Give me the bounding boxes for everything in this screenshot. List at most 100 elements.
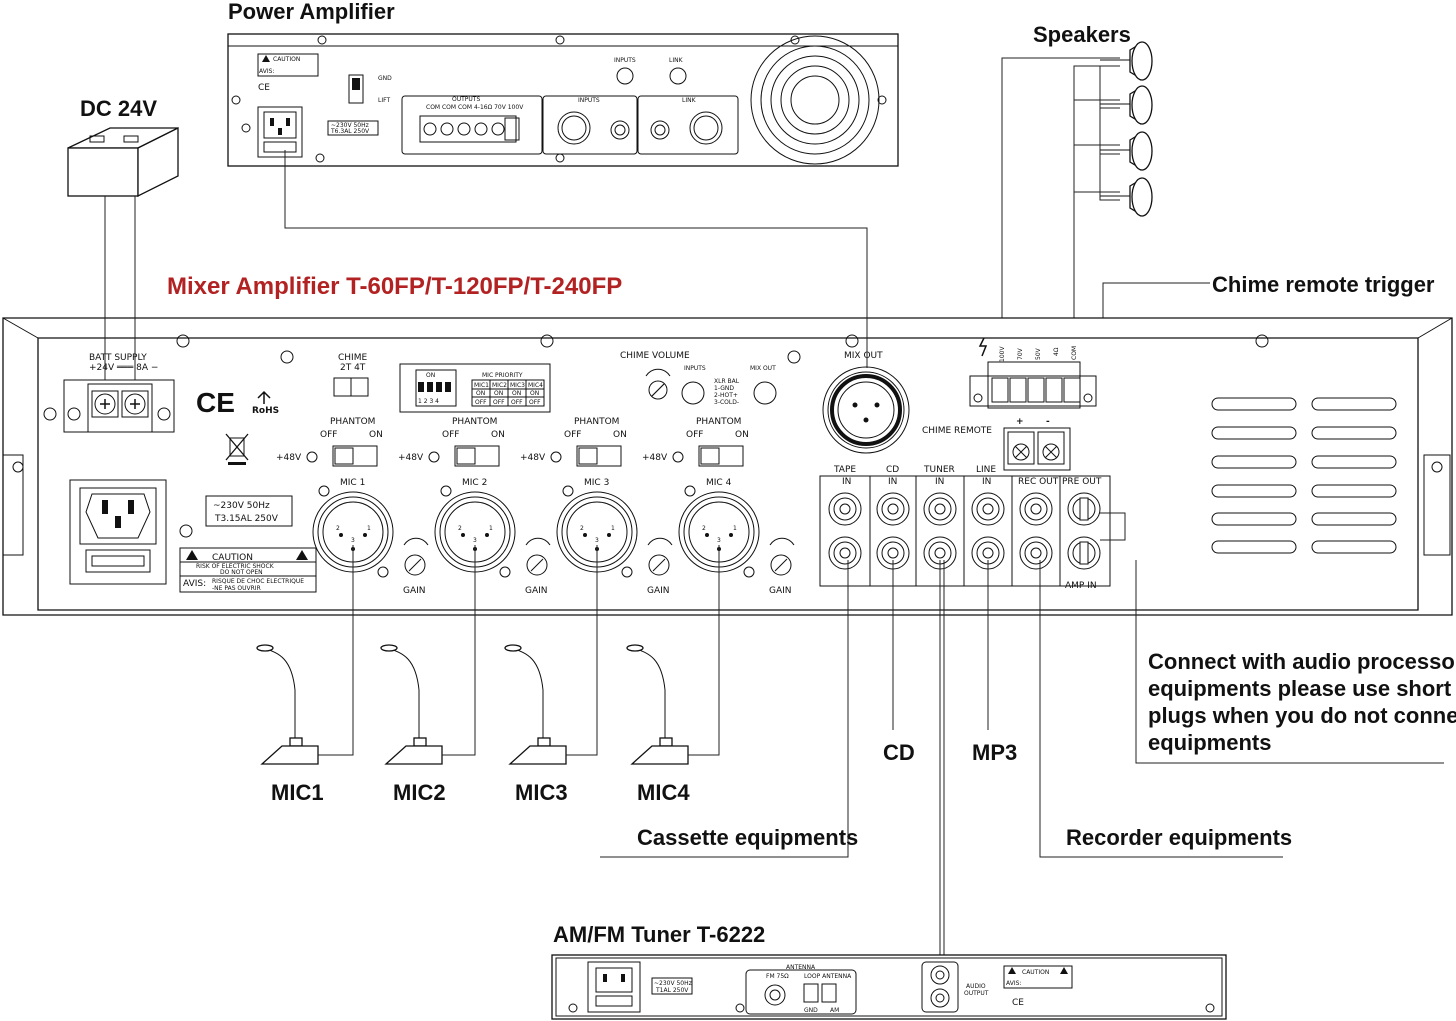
chime-remote-terminal[interactable]	[1003, 427, 1071, 471]
mic-priority-label: MIC PRIORITY	[482, 372, 523, 379]
vent-slots	[1211, 397, 1397, 554]
svg-text:T6.3AL 250V: T6.3AL 250V	[330, 128, 370, 135]
phantom-label: PHANTOM	[452, 417, 497, 427]
phantom-label: PHANTOM	[574, 417, 619, 427]
svg-text:-NE PAS OUVRIR: -NE PAS OUVRIR	[212, 585, 261, 592]
gain-knob-4[interactable]	[769, 537, 795, 576]
chime-remote-plus: +	[1016, 417, 1024, 427]
svg-text:OFF: OFF	[511, 399, 523, 406]
phantom-off-label: OFF	[686, 430, 703, 440]
audio-output-label: AUDIO	[966, 983, 986, 990]
pa-link-jack[interactable]	[650, 120, 670, 140]
phantom-switch-3[interactable]	[576, 445, 622, 467]
rca-line-in-label: IN	[982, 477, 991, 487]
microphone-icon	[380, 644, 443, 765]
svg-text:1: 1	[733, 525, 737, 532]
gain-label: GAIN	[403, 586, 426, 596]
rca-pre-out-label: PRE OUT	[1062, 477, 1102, 487]
mix-out-label: MIX OUT	[844, 351, 883, 361]
rca-tape-in-label: IN	[842, 477, 851, 487]
mic-priority-dip-switch[interactable]	[399, 363, 551, 413]
gain-knob-1[interactable]	[403, 537, 429, 576]
tuner-ce-mark: CE	[1012, 998, 1024, 1008]
svg-text:OFF: OFF	[529, 399, 541, 406]
microphone-icon	[504, 644, 567, 765]
small-mix-out-xlr[interactable]	[753, 381, 777, 405]
chime-volume-knob[interactable]	[645, 368, 671, 400]
loop-antenna-terminal[interactable]	[803, 983, 819, 1003]
pa-input-xlr[interactable]	[557, 111, 591, 145]
mixer-mains-label: ~230V 50Hz T3.15AL 250V	[205, 495, 293, 527]
microphone-icon	[256, 644, 319, 765]
plus48v-label: +48V	[520, 453, 546, 463]
svg-text:AVIS:: AVIS:	[1006, 980, 1021, 987]
fan-grille-icon	[750, 35, 880, 165]
pa-link-top-label: LINK	[669, 57, 684, 64]
rca-tuner-in-label: IN	[935, 477, 944, 487]
svg-text:1: 1	[611, 525, 615, 532]
phantom-switch-1[interactable]	[332, 445, 378, 467]
svg-text:3: 3	[473, 537, 477, 544]
speaker-terminal-block[interactable]	[969, 361, 1097, 409]
plus48v-label: +48V	[642, 453, 668, 463]
svg-text:2: 2	[702, 525, 706, 532]
speaker-wiring	[1001, 57, 1120, 370]
svg-text:AVIS:: AVIS:	[259, 68, 274, 75]
pa-inputs-small-xlr[interactable]	[616, 67, 634, 85]
phantom-led	[672, 451, 684, 463]
svg-text:50V: 50V	[1035, 347, 1042, 360]
power-amplifier-panel: CAUTION AVIS: CE GND LIFT ~230V 50Hz T6.…	[227, 33, 899, 167]
pa-outputs-label: OUTPUTS	[452, 96, 480, 103]
gain-knob-2[interactable]	[525, 537, 551, 576]
svg-text:RISK OF ELECTRIC SHOCK: RISK OF ELECTRIC SHOCK	[196, 563, 275, 570]
pa-input-jack[interactable]	[610, 120, 630, 140]
svg-text:2: 2	[580, 525, 584, 532]
xlr-note-line: 1-GND	[714, 385, 734, 392]
svg-text:MIC2: MIC2	[492, 382, 507, 389]
pa-power-inlet	[257, 106, 303, 158]
rca-tuner-label: TUNER	[923, 465, 955, 475]
tuner-antenna-block: ANTENNA FM 75Ω LOOP ANTENNA GND AM	[745, 964, 857, 1015]
small-mix-out-label: MIX OUT	[750, 365, 776, 372]
gain-knob-3[interactable]	[647, 537, 673, 576]
pa-link-xlr[interactable]	[689, 111, 723, 145]
pa-output-terminal[interactable]	[401, 95, 543, 155]
tuner-mains-label: ~230V 50Hz T1AL 250V	[651, 977, 693, 995]
mix-out-xlr[interactable]	[822, 366, 910, 454]
phantom-switch-4[interactable]	[698, 445, 744, 467]
phantom-switch-2[interactable]	[454, 445, 500, 467]
svg-text:~230V 50Hz: ~230V 50Hz	[654, 980, 692, 987]
fm-antenna-jack[interactable]	[764, 984, 786, 1006]
microphone-icon	[626, 644, 689, 765]
loop-antenna-terminal[interactable]	[821, 983, 837, 1003]
pa-output-terms: COM COM COM 4-16Ω 70V 100V	[426, 104, 524, 111]
rca-tape-label: TAPE	[833, 465, 856, 475]
amp-in-label: AMP IN	[1065, 581, 1097, 591]
audio-output-r-jack[interactable]	[930, 988, 950, 1008]
svg-text:GND: GND	[804, 1007, 818, 1014]
pa-link-small-xlr[interactable]	[669, 67, 687, 85]
audio-output-l-jack[interactable]	[930, 965, 950, 985]
chime-remote-label: CHIME REMOTE	[922, 426, 992, 436]
pa-mains-label: ~230V 50Hz T6.3AL 250V	[327, 120, 379, 136]
gnd-lift-switch[interactable]	[348, 74, 364, 104]
chime-selector-switch[interactable]	[333, 377, 369, 397]
mp3-label: MP3	[972, 740, 1017, 765]
phantom-off-label: OFF	[320, 430, 337, 440]
rohs-check-icon	[257, 390, 271, 404]
phantom-led	[428, 451, 440, 463]
chime-label: CHIME	[338, 353, 367, 363]
mic-input-label: MIC 1	[340, 478, 365, 488]
recorder-label: Recorder equipments	[1066, 825, 1292, 850]
svg-text:~230V 50Hz: ~230V 50Hz	[331, 122, 369, 129]
pa-link-label: LINK	[682, 97, 697, 104]
phantom-group-4: PHANTOM OFF ON +48V	[642, 417, 749, 467]
ce-mark: CE	[196, 387, 235, 418]
svg-text:CAUTION: CAUTION	[1022, 969, 1049, 976]
small-inputs-xlr[interactable]	[681, 381, 705, 405]
battery-terminal-block[interactable]	[63, 379, 175, 433]
svg-text:T1AL 250V: T1AL 250V	[655, 987, 689, 994]
